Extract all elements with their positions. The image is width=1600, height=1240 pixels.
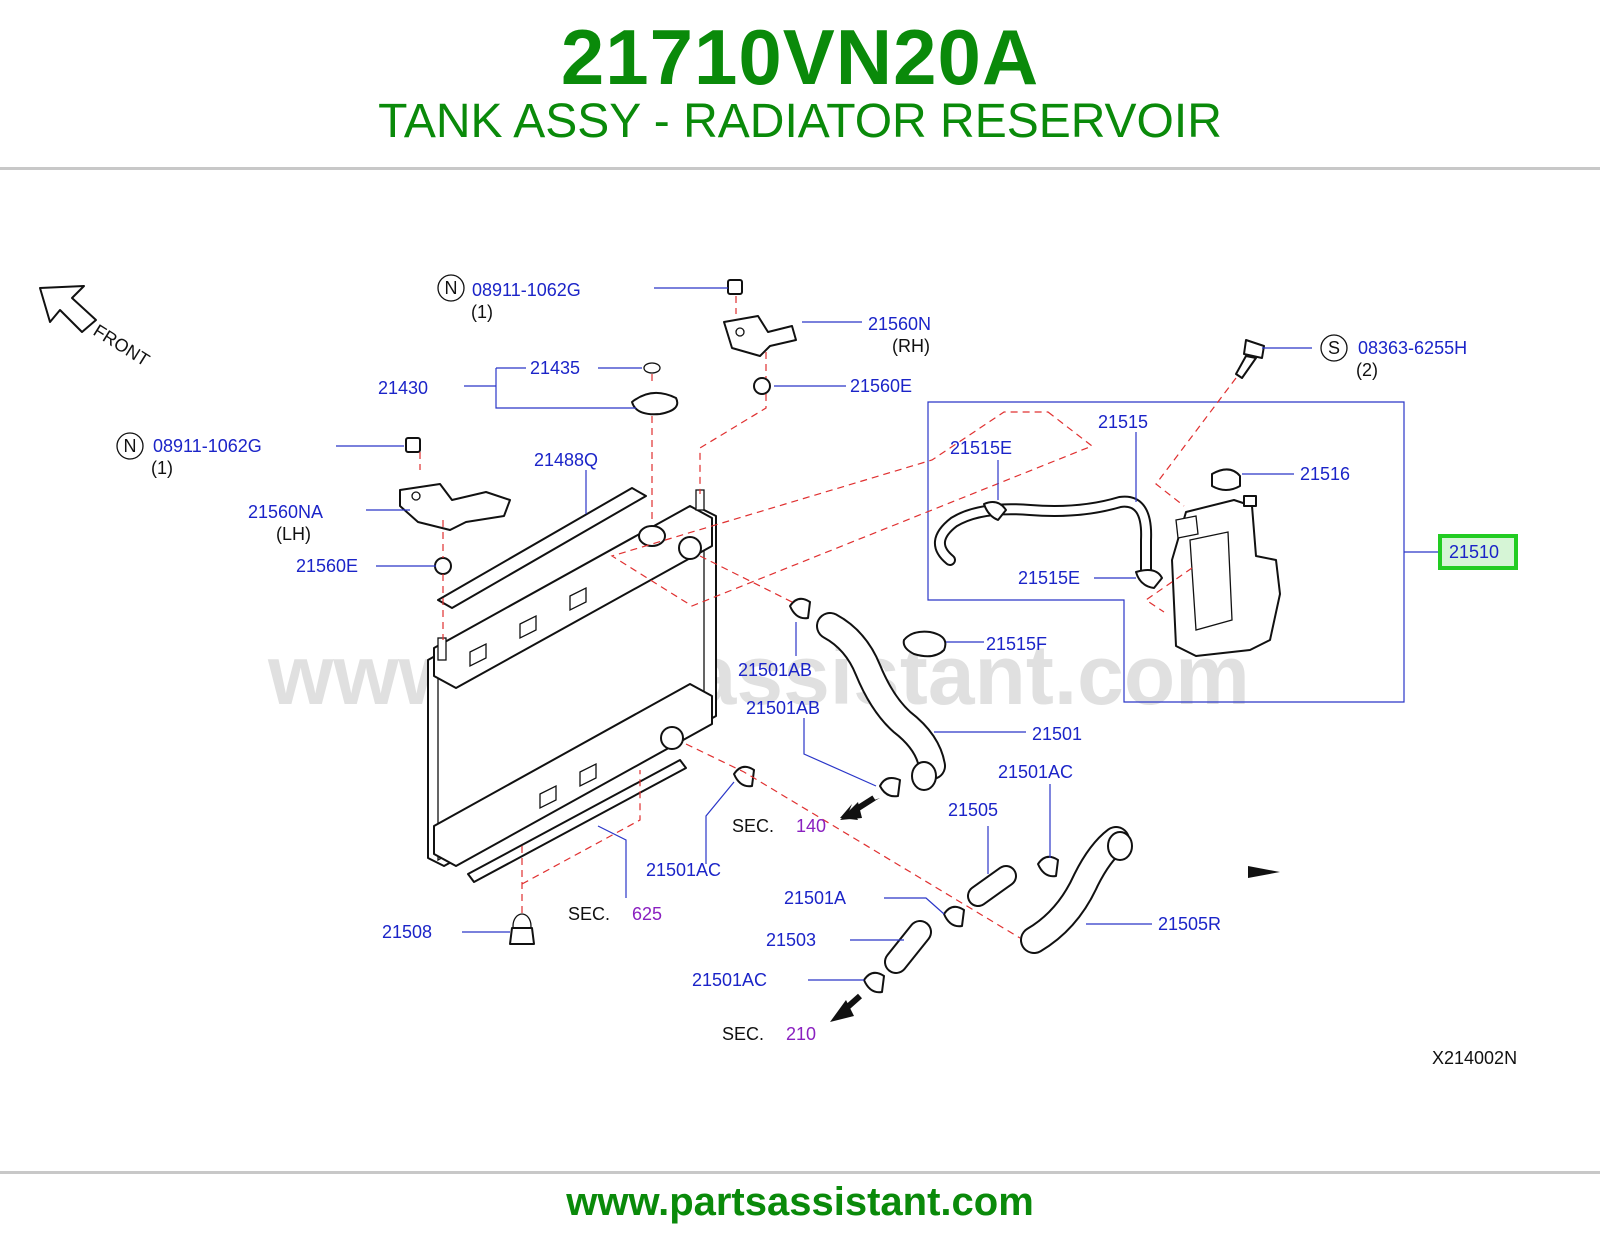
qty-08911-left: (1) (151, 458, 173, 478)
label-21501a[interactable]: 21501A (784, 888, 846, 908)
clamp-21501a (943, 905, 965, 928)
prefix-n-left: N (124, 436, 137, 456)
front-arrow-icon (39, 285, 97, 333)
label-21515[interactable]: 21515 (1098, 412, 1148, 432)
sec-210-arrow-icon (830, 1000, 854, 1022)
drain-plug-21508 (509, 927, 535, 945)
footer-website-link[interactable]: www.partsassistant.com (566, 1180, 1034, 1224)
cap-ring-21435 (643, 362, 661, 374)
front-label: FRONT (90, 320, 153, 370)
seal-strip-21488q (437, 487, 647, 609)
page-header: 21710VN20A TANK ASSY - RADIATOR RESERVOI… (0, 0, 1600, 168)
label-08363[interactable]: 08363-6255H (1358, 338, 1467, 358)
clamp-21501ab-lower (879, 777, 901, 798)
side-21560n: (RH) (892, 336, 930, 356)
label-21503[interactable]: 21503 (766, 930, 816, 950)
sec-140-link[interactable]: 140 (796, 816, 826, 836)
side-21560na: (LH) (276, 524, 311, 544)
sec-210-link[interactable]: 210 (786, 1024, 816, 1044)
label-21510[interactable]: 21510 (1449, 542, 1499, 562)
sec-label-210: SEC. (722, 1024, 764, 1044)
sec-625-link[interactable]: 625 (632, 904, 662, 924)
label-21501ac-2[interactable]: 21501AC (646, 860, 721, 880)
prefix-s: S (1328, 338, 1340, 358)
reservoir-tank-21510 (1171, 468, 1281, 657)
qty-08363: (2) (1356, 360, 1378, 380)
label-21560na[interactable]: 21560NA (248, 502, 323, 522)
drawing-code: X214002N (1432, 1048, 1517, 1068)
clamp-21515e-bottom (1135, 569, 1163, 589)
clamp-21515f (902, 630, 947, 658)
label-08911-left[interactable]: 08911-1062G (153, 436, 262, 456)
label-21516[interactable]: 21516 (1300, 464, 1350, 484)
label-21560e-left[interactable]: 21560E (296, 556, 358, 576)
label-21430[interactable]: 21430 (378, 378, 428, 398)
part-description-title: TANK ASSY - RADIATOR RESERVOIR (378, 95, 1222, 148)
radiator-core (427, 489, 717, 939)
label-21501[interactable]: 21501 (1032, 724, 1082, 744)
clamp-21515e-top (983, 501, 1007, 521)
label-21505r[interactable]: 21505R (1158, 914, 1221, 934)
sec-label-140: SEC. (732, 816, 774, 836)
selected-part-highlight (1438, 534, 1518, 570)
label-21505[interactable]: 21505 (948, 800, 998, 820)
bracket-21560n (723, 279, 797, 395)
sec-label-625: SEC. (568, 904, 610, 924)
qty-08911-top: (1) (471, 302, 493, 322)
label-08911-top[interactable]: 08911-1062G (472, 280, 581, 300)
clamp-21501ac-right (1037, 855, 1059, 878)
bolt-08363 (1235, 339, 1265, 379)
header-divider (0, 167, 1600, 170)
part-number-title: 21710VN20A (560, 13, 1040, 101)
label-21515f[interactable]: 21515F (986, 634, 1047, 654)
prefix-n-top: N (445, 278, 458, 298)
bracket-21560na (399, 437, 511, 575)
label-21560n[interactable]: 21560N (868, 314, 931, 334)
label-21501ab-1[interactable]: 21501AB (738, 660, 812, 680)
label-21501ac-1[interactable]: 21501AC (998, 762, 1073, 782)
clamp-21501ab-upper (789, 597, 811, 620)
label-21508[interactable]: 21508 (382, 922, 432, 942)
label-21488q[interactable]: 21488Q (534, 450, 598, 470)
small-arrow-icon (1248, 866, 1280, 878)
label-21560e-top[interactable]: 21560E (850, 376, 912, 396)
label-21435[interactable]: 21435 (530, 358, 580, 378)
label-21501ac-3[interactable]: 21501AC (692, 970, 767, 990)
cap-21430 (631, 391, 679, 416)
clamp-21501ac-bottom (863, 971, 885, 994)
label-21501ab-2[interactable]: 21501AB (746, 698, 820, 718)
label-21515e-top[interactable]: 21515E (950, 438, 1012, 458)
footer-divider (0, 1171, 1600, 1174)
label-21515e-bottom[interactable]: 21515E (1018, 568, 1080, 588)
